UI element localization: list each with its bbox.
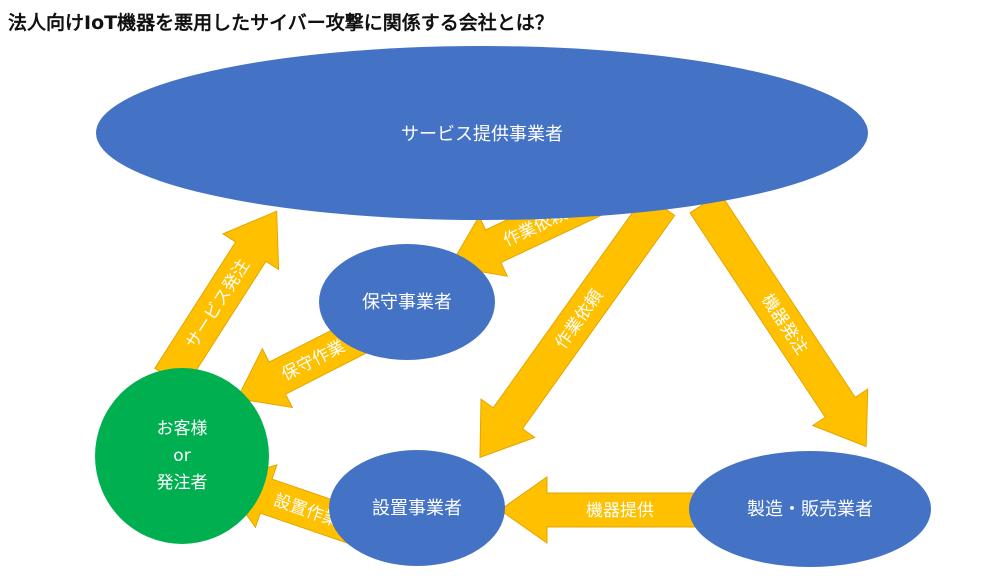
node-customer-line-1: お客様 — [157, 419, 208, 439]
arrow-install-request-shape — [479, 193, 676, 459]
node-installer-label: 設置事業者 — [372, 498, 462, 519]
node-manufacturer-label: 製造・販売業者 — [747, 499, 873, 520]
node-installer: 設置事業者 — [329, 450, 505, 566]
arrow-service-order-shape — [154, 210, 280, 389]
arrow-device-order: 機器発注 — [689, 192, 869, 448]
arrow-device-supply-label: 機器提供 — [586, 501, 654, 521]
node-customer: お客様 or 発注者 — [95, 368, 269, 544]
node-customer-line-2: or — [173, 446, 190, 466]
page-title: 法人向けIoT機器を悪用したサイバー攻撃に関係する会社とは？ — [8, 12, 554, 34]
node-customer-line-3: 発注者 — [157, 473, 208, 493]
arrow-device-order-shape — [689, 192, 869, 448]
arrow-device-supply-shape — [499, 476, 723, 544]
arrow-device-supply: 機器提供 — [499, 476, 723, 544]
node-service-provider: サービス提供事業者 — [96, 46, 868, 220]
node-manufacturer: 製造・販売業者 — [689, 451, 931, 567]
node-installer-shape — [329, 450, 505, 566]
node-service-provider-label: サービス提供事業者 — [401, 124, 563, 145]
node-maintenance-label: 保守事業者 — [362, 292, 452, 313]
node-service-provider-shape — [96, 46, 868, 220]
node-maintenance-shape — [319, 244, 495, 360]
node-maintenance: 保守事業者 — [319, 244, 495, 360]
node-manufacturer-shape — [689, 451, 931, 567]
node-customer-shape — [95, 368, 269, 544]
